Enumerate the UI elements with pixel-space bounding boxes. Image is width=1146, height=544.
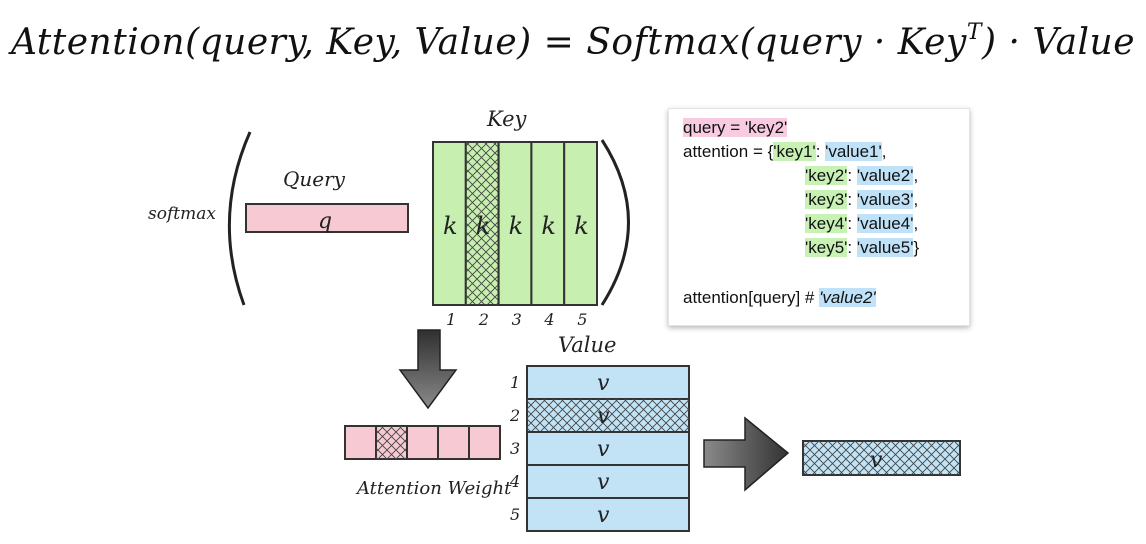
code-query-line: query = 'key2'	[683, 117, 788, 139]
code-entry-end: ,	[881, 142, 887, 161]
key-column-index: 3	[512, 310, 522, 329]
code-entry-value: 'value1'	[825, 142, 882, 161]
key-column-symbol: k	[476, 212, 491, 240]
value-row-index: 2	[509, 406, 520, 425]
attention-weight-cell	[406, 425, 439, 460]
attention-formula: Attention(query, Key, Value) = Softmax(q…	[0, 0, 1146, 70]
code-lookup-line: attention[query] # 'value2'	[683, 287, 876, 309]
value-row-symbol: v	[597, 503, 610, 528]
key-column-index: 4	[543, 310, 554, 329]
code-entry-value: 'value5'	[856, 238, 914, 257]
key-column	[432, 141, 467, 306]
attention-weight-vector	[344, 425, 501, 460]
key-label: Key	[486, 107, 528, 131]
code-attention-line: attention = {'key1': 'value1',	[683, 141, 886, 163]
key-column-hatch	[465, 142, 499, 305]
value-row	[526, 497, 690, 532]
code-lookup-expression: attention[query] #	[683, 288, 820, 307]
formula-rhs-softmax: Softmax(query · Key	[586, 22, 967, 63]
value-row-index: 3	[510, 439, 520, 458]
code-lookup-result: 'value2'	[819, 288, 876, 307]
attention-weight-cell	[468, 425, 501, 460]
formula-lhs: Attention(query, Key, Value)	[10, 22, 532, 63]
code-entry-value: 'value3'	[856, 190, 914, 209]
attention-weight-cell-hatch	[376, 426, 407, 459]
value-row-symbol: v	[597, 437, 610, 462]
value-row-index: 1	[510, 373, 520, 392]
query-label: Query	[283, 167, 346, 191]
code-entry-end: ,	[913, 214, 919, 233]
code-example-box: query = 'key2' attention = {'key1': 'val…	[668, 108, 970, 326]
output-vector-hatch	[803, 441, 960, 475]
key-column	[530, 141, 566, 306]
key-column-index: 5	[577, 310, 587, 329]
code-entry-key: 'key1'	[773, 142, 816, 161]
code-separator: :	[847, 166, 857, 185]
formula-transpose-superscript: T	[966, 20, 983, 45]
softmax-label: softmax	[148, 204, 216, 224]
code-entry-line: 'key3': 'value3',	[683, 189, 918, 211]
left-parenthesis	[227, 131, 252, 306]
key-column-symbol: k	[541, 212, 556, 240]
key-column-symbol: k	[443, 212, 458, 240]
value-row-symbol: v	[597, 470, 610, 495]
query-vector	[245, 203, 409, 233]
value-row-symbol: v	[597, 404, 610, 429]
code-query-assignment: query = 'key2'	[683, 118, 788, 137]
code-entry-end: ,	[913, 190, 919, 209]
formula-rhs-tail: ) · Value	[982, 22, 1136, 63]
value-row-index: 5	[510, 505, 520, 524]
right-arrow-icon	[703, 416, 790, 492]
code-attention-prefix: attention = {	[683, 142, 774, 161]
value-row-index: 4	[509, 472, 520, 491]
query-vector-symbol: q	[318, 209, 332, 234]
key-column-symbol: k	[509, 212, 524, 240]
value-matrix: v 1 v 2 v 3 v 4 v 5	[509, 365, 690, 532]
code-entry-key: 'key5'	[805, 238, 848, 257]
value-row-symbol: v	[597, 371, 610, 396]
down-arrow-icon	[398, 329, 458, 410]
code-entry-line: 'key4': 'value4',	[683, 213, 918, 235]
key-matrix: k 1 k 2 k 3 k 4 k 5	[432, 141, 599, 329]
key-column	[497, 141, 533, 306]
code-separator: :	[847, 190, 857, 209]
key-column	[563, 141, 599, 306]
code-entry-key: 'key3'	[805, 190, 848, 209]
attention-weight-label: Attention Weight	[355, 478, 512, 499]
code-entry-key: 'key2'	[805, 166, 848, 185]
code-entry-line: 'key2': 'value2',	[683, 165, 918, 187]
value-label: Value	[558, 333, 616, 357]
code-entry-key: 'key4'	[805, 214, 848, 233]
attention-weight-cell	[344, 425, 377, 460]
code-entry-end: }	[913, 238, 920, 257]
code-separator: :	[815, 142, 826, 161]
key-column-symbol: k	[574, 212, 589, 240]
right-parenthesis	[600, 139, 630, 306]
code-entry-value: 'value4'	[856, 214, 914, 233]
attention-weight-cell	[437, 425, 470, 460]
key-column-index: 1	[446, 310, 456, 329]
code-entry-value: 'value2'	[856, 166, 914, 185]
code-separator: :	[847, 238, 857, 257]
code-entry-end: ,	[913, 166, 919, 185]
code-separator: :	[847, 214, 857, 233]
value-row	[526, 365, 690, 400]
formula-equals: =	[543, 22, 575, 63]
key-column-index: 2	[478, 310, 489, 329]
code-entry-line: 'key5': 'value5'}	[683, 237, 919, 259]
value-row-hatch	[527, 399, 689, 432]
output-vector-symbol: v	[870, 448, 883, 473]
